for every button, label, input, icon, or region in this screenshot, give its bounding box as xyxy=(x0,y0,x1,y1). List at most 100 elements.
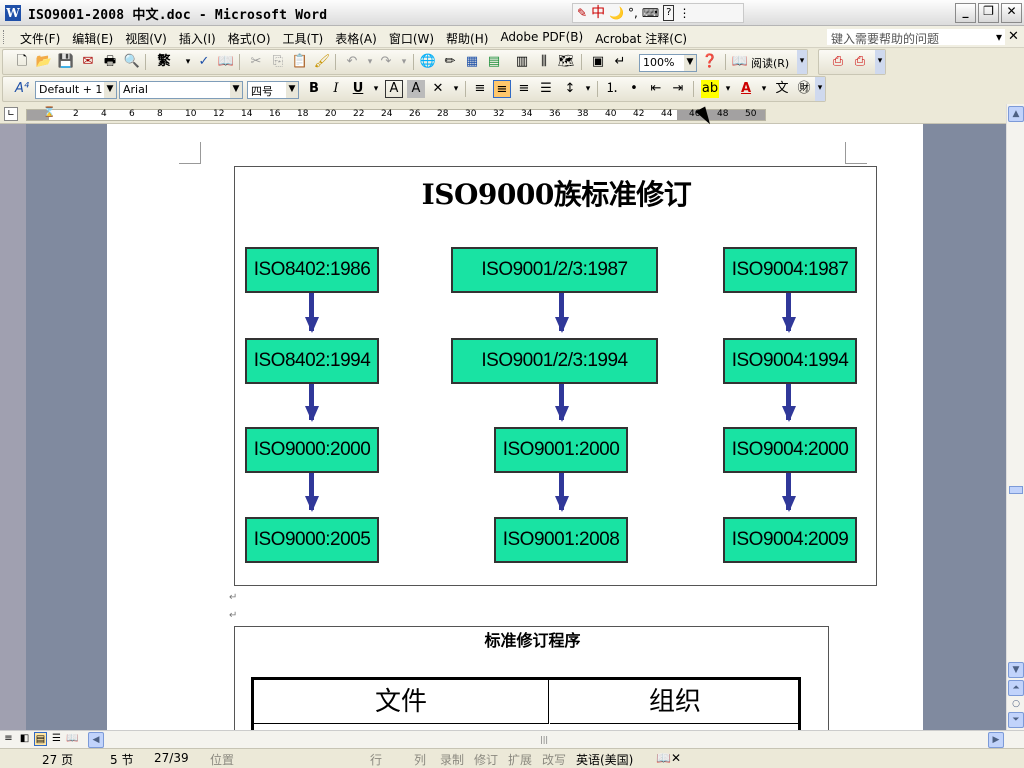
normal-view-icon[interactable]: ≡ xyxy=(4,733,13,744)
copy-icon[interactable]: ⎘ xyxy=(272,54,284,69)
redo-icon[interactable]: ↷ xyxy=(380,54,392,69)
char-border-button[interactable]: A xyxy=(385,80,403,98)
scroll-left-icon[interactable]: ◀ xyxy=(88,732,104,748)
ime-mode[interactable]: 中 xyxy=(591,5,606,21)
scroll-thumb[interactable] xyxy=(1009,486,1023,494)
chevron-down-icon[interactable]: ▾ xyxy=(761,84,767,94)
menu-item[interactable]: 工具(T) xyxy=(282,32,324,46)
outline-view-icon[interactable]: ☰ xyxy=(52,733,61,744)
chevron-down-icon[interactable]: ▼ xyxy=(230,82,242,98)
paragraph-mark-icon[interactable]: ↵ xyxy=(614,54,626,69)
scroll-down-icon[interactable]: ▼ xyxy=(1008,662,1024,678)
permission-icon[interactable]: ✉ xyxy=(82,54,94,69)
ime-logo-icon[interactable]: ✎ xyxy=(577,6,588,20)
previous-page-icon[interactable]: ⏶ xyxy=(1008,680,1024,696)
menu-item[interactable]: 帮助(H) xyxy=(446,32,489,46)
spelling-status-icon[interactable]: 📖✕ xyxy=(656,751,681,765)
chevron-down-icon[interactable]: ▾ xyxy=(185,57,191,67)
columns-icon[interactable]: ▥ xyxy=(515,54,529,69)
status-language[interactable]: 英语(美国) xyxy=(576,753,634,767)
horizontal-scrollbar[interactable]: ≡ ◧ ▤ ☰ 📖 ◀ ||| ▶ xyxy=(0,730,1024,748)
word-app-icon[interactable]: W xyxy=(5,5,21,21)
underline-button[interactable]: U xyxy=(352,81,364,96)
chevron-down-icon[interactable]: ▾ xyxy=(373,84,379,94)
read-icon[interactable]: 📖 xyxy=(731,54,749,69)
align-right-icon[interactable]: ≡ xyxy=(518,81,530,96)
font-select[interactable]: Arial ▼ xyxy=(119,81,243,99)
phonetic-guide-icon[interactable]: 文 xyxy=(775,81,789,96)
ime-toolbar[interactable]: ✎ 中 🌙 °, ⌨ ? ⋮ xyxy=(572,3,744,23)
ruler-strip[interactable] xyxy=(26,109,766,121)
menu-item[interactable]: 表格(A) xyxy=(335,32,377,46)
print-layout-icon[interactable]: ▤ xyxy=(34,732,47,746)
scroll-track[interactable] xyxy=(107,733,987,746)
chevron-down-icon[interactable]: ▾ xyxy=(995,30,1002,44)
status-record[interactable]: 录制 xyxy=(440,753,465,767)
font-color-icon[interactable]: A xyxy=(740,81,752,96)
print-icon[interactable]: 🖶 xyxy=(103,54,117,69)
document-page[interactable]: ISO9000族标准修订 ISO8402:1986 ISO8402:1994 I… xyxy=(107,124,923,730)
select-browse-object-icon[interactable]: ○ xyxy=(1008,696,1024,712)
chevron-down-icon[interactable]: ▾ xyxy=(585,84,591,94)
menu-item[interactable]: 窗口(W) xyxy=(388,32,435,46)
table-header-cell[interactable]: 组织 xyxy=(550,680,800,724)
ime-help-icon[interactable]: ? xyxy=(663,5,675,21)
justify-icon[interactable]: ≡ xyxy=(474,81,486,96)
highlight-icon[interactable]: ab xyxy=(701,80,719,98)
status-revision[interactable]: 修订 xyxy=(474,753,499,767)
decrease-indent-icon[interactable]: ⇤ xyxy=(650,81,662,96)
toolbar-options-icon[interactable]: ▾ xyxy=(815,77,825,101)
paste-icon[interactable]: 📋 xyxy=(291,54,309,69)
char-scale-icon[interactable]: ✕ xyxy=(432,81,444,96)
web-view-icon[interactable]: ◧ xyxy=(19,733,30,744)
chevron-down-icon[interactable]: ▾ xyxy=(725,84,731,94)
status-extend[interactable]: 扩展 xyxy=(508,753,533,767)
scroll-right-icon[interactable]: ▶ xyxy=(988,732,1004,748)
research-icon[interactable]: 📖 xyxy=(217,54,235,69)
font-size-select[interactable]: 四号 ▼ xyxy=(247,81,299,99)
chevron-down-icon[interactable]: ▼ xyxy=(104,82,116,98)
char-shading-button[interactable]: A xyxy=(407,80,425,98)
chevron-down-icon[interactable]: ▾ xyxy=(453,84,459,94)
hyperlink-icon[interactable]: 🌐 xyxy=(419,54,437,69)
convert-pdf-email-icon[interactable]: ⎙ xyxy=(854,54,866,69)
chevron-down-icon[interactable]: ▾ xyxy=(367,57,373,67)
new-document-icon[interactable]: 🗋 xyxy=(16,54,28,69)
menu-item[interactable]: Adobe PDF(B) xyxy=(500,30,584,44)
ime-menu-icon[interactable]: ⋮ xyxy=(678,6,691,20)
menu-item[interactable]: 插入(I) xyxy=(178,32,216,46)
save-icon[interactable]: 💾 xyxy=(57,54,75,69)
toolbar-options-icon[interactable]: ▾ xyxy=(797,50,807,74)
restore-button[interactable]: ❐ xyxy=(978,3,999,23)
close-button[interactable]: ✕ xyxy=(1001,3,1022,23)
insert-table-icon[interactable]: ▦ xyxy=(465,54,479,69)
document-map-icon[interactable]: 🗺 xyxy=(557,54,575,69)
style-select[interactable]: Default + 1 ▼ xyxy=(35,81,117,99)
insert-excel-icon[interactable]: ▤ xyxy=(487,54,501,69)
tables-borders-icon[interactable]: ✏ xyxy=(444,54,456,69)
zoom-select[interactable]: 100% ▼ xyxy=(639,54,697,72)
iso-figure[interactable]: ISO9000族标准修订 ISO8402:1986 ISO8402:1994 I… xyxy=(234,166,877,586)
help-icon[interactable]: ❓ xyxy=(701,54,719,69)
tab-selector[interactable]: ∟ xyxy=(4,107,18,121)
chinese-convert-button[interactable]: 繁 xyxy=(157,54,171,69)
chevron-down-icon[interactable]: ▼ xyxy=(684,55,696,71)
open-folder-icon[interactable]: 📂 xyxy=(35,54,53,69)
drawing-icon[interactable]: ⫼ xyxy=(541,54,547,69)
chevron-down-icon[interactable]: ▾ xyxy=(401,57,407,67)
read-mode-button[interactable]: 阅读(R) xyxy=(751,57,790,70)
toolbar-options-icon[interactable]: ▾ xyxy=(875,50,885,74)
reading-view-icon[interactable]: 📖 xyxy=(66,733,79,744)
table-grid[interactable]: 文件 组织 xyxy=(251,677,801,730)
close-document-icon[interactable]: ✕ xyxy=(1008,29,1019,44)
table-header-cell[interactable]: 文件 xyxy=(254,680,549,724)
bullets-icon[interactable]: • xyxy=(630,81,638,96)
spelling-icon[interactable]: ✓ xyxy=(198,54,210,69)
soft-keyboard-icon[interactable]: ⌨ xyxy=(641,6,660,20)
increase-indent-icon[interactable]: ⇥ xyxy=(672,81,684,96)
scroll-up-icon[interactable]: ▲ xyxy=(1008,106,1024,122)
moon-icon[interactable]: 🌙 xyxy=(609,6,625,20)
vertical-scrollbar[interactable]: ▲ ▼ ⏶ ○ ⏷ xyxy=(1006,104,1024,730)
next-page-icon[interactable]: ⏷ xyxy=(1008,712,1024,728)
